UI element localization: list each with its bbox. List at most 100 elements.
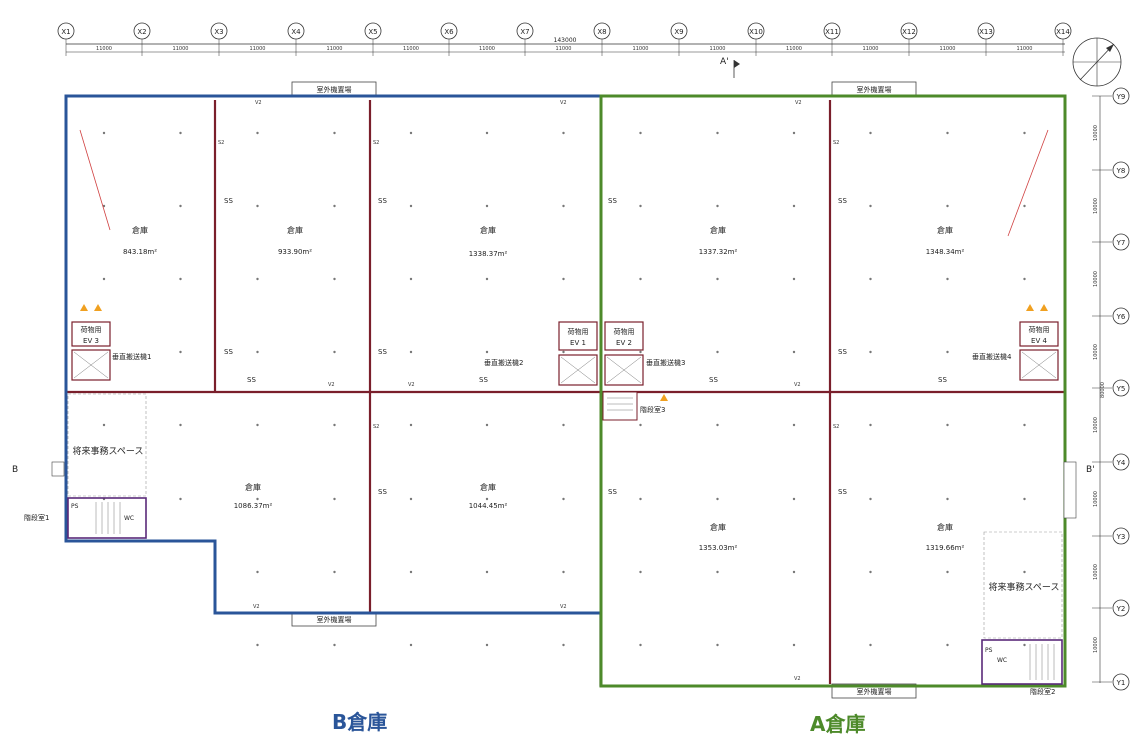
column-marker [485,131,489,135]
grid-bubble-x8: X8 [593,22,611,56]
svg-text:1338.37m²: 1338.37m² [469,250,508,258]
outdoor-unit-yard-2: 室外機置場 [831,81,917,97]
column-marker [102,204,106,208]
column-marker [716,277,719,281]
svg-text:X13: X13 [979,28,993,36]
svg-text:垂直搬送機2: 垂直搬送機2 [484,358,523,367]
column-marker [333,643,336,647]
svg-text:SS: SS [224,197,233,205]
elevator-ev1: 荷物用 EV 1 [558,321,598,351]
total-row-dimension: 80000 [1100,382,1106,398]
column-marker [716,350,719,354]
column-marker [409,570,413,574]
svg-text:V2: V2 [253,604,260,610]
svg-text:階段室3: 階段室3 [640,405,665,414]
svg-text:Y9: Y9 [1116,93,1126,101]
grid-bubble-y4: Y4 [1092,453,1130,471]
column-marker [409,131,413,135]
span-dimension: 11000 [327,46,343,52]
grid-bubble-y1: Y1 [1092,673,1130,691]
stair-room-1: PS WC 階段室1 [24,497,147,539]
grid-bubble-x11: X11 [823,22,841,56]
grid-bubble-x10: X10 [747,22,765,56]
column-marker [102,131,106,135]
svg-text:EV 1: EV 1 [570,339,586,347]
column-marker [333,497,336,501]
svg-text:S2: S2 [373,140,379,146]
svg-text:階段室2: 階段室2 [1030,687,1055,696]
row-dimension: 10000 [1093,564,1099,580]
column-marker [639,204,642,208]
column-marker [1023,423,1026,427]
column-marker [485,643,489,647]
grid-bubble-x5: X5 [364,22,382,56]
column-marker [639,497,642,501]
stair-room-2: PS WC 階段室2 [981,639,1063,696]
svg-text:X6: X6 [444,28,454,36]
svg-text:1348.34m²: 1348.34m² [926,248,965,256]
column-marker [256,423,259,427]
svg-text:PS: PS [985,647,993,654]
future-office-space-a: 将来事務スペース [983,531,1063,639]
grid-bubble-y8: Y8 [1092,161,1130,179]
svg-text:EV 3: EV 3 [83,337,99,345]
svg-text:荷物用: 荷物用 [614,327,635,336]
grid-bubble-y5: Y5 [1092,379,1130,397]
svg-text:V2: V2 [795,100,802,106]
column-marker [485,350,489,354]
column-marker [562,643,565,647]
svg-text:Y6: Y6 [1116,313,1126,321]
grid-bubble-y2: Y2 [1092,599,1130,617]
column-marker [256,204,259,208]
column-marker [716,423,719,427]
column-marker [716,643,719,647]
row-dimension: 10000 [1093,271,1099,287]
svg-text:X5: X5 [368,28,377,36]
column-marker [485,423,489,427]
vertical-conveyor-2: 垂直搬送機2 [484,354,598,386]
svg-text:SS: SS [479,376,488,384]
elevator-ev2: 荷物用 EV 2 [604,321,644,351]
svg-text:垂直搬送機4: 垂直搬送機4 [972,352,1012,361]
room-label-8: 倉庫 1353.03m² [699,522,738,552]
span-dimension: 11000 [1017,46,1033,52]
span-dimension: 11000 [479,46,495,52]
svg-text:X7: X7 [520,28,529,36]
column-marker [716,131,719,135]
column-marker [1023,497,1026,501]
column-marker [716,570,719,574]
column-marker [946,423,949,427]
span-dimension: 11000 [710,46,726,52]
svg-text:Y1: Y1 [1116,679,1126,687]
overall-dimension: 143000 [554,37,577,44]
row-dimension: 10000 [1093,125,1099,141]
partition-walls [66,100,1065,684]
room-label-3: 倉庫 1338.37m² [469,225,508,258]
column-marker [179,277,182,281]
column-marker [333,204,336,208]
svg-text:SS: SS [378,197,387,205]
svg-text:Y3: Y3 [1116,533,1126,541]
a-warehouse-outline [599,94,1067,688]
grid-bubble-x7: X7 [516,22,534,56]
svg-text:倉庫: 倉庫 [937,225,953,235]
column-marker [639,423,642,427]
column-marker [1023,570,1026,574]
column-marker [256,350,259,354]
column-marker [639,131,642,135]
column-marker [869,497,872,501]
svg-text:室外機置場: 室外機置場 [317,615,352,624]
svg-text:倉庫: 倉庫 [245,482,261,492]
svg-text:X11: X11 [825,28,839,36]
column-marker [1023,277,1026,281]
room-label-1: 倉庫 843.18m² [123,225,157,256]
column-marker [946,643,949,647]
svg-text:SS: SS [378,488,387,496]
svg-text:X3: X3 [214,28,223,36]
svg-text:V2: V2 [328,382,335,388]
column-marker [562,570,565,574]
column-marker [333,277,336,281]
svg-text:倉庫: 倉庫 [480,225,496,235]
svg-text:垂直搬送機3: 垂直搬送機3 [646,358,685,367]
